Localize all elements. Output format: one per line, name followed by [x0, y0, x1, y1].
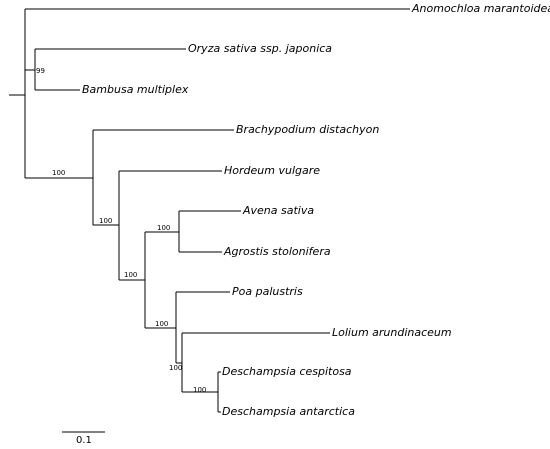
- support-value: 100: [193, 386, 206, 394]
- taxon-label-deschampsia-cespitosa: Deschampsia cespitosa: [222, 365, 352, 378]
- support-value: 100: [52, 169, 65, 177]
- support-value: 100: [99, 217, 112, 225]
- support-value: 99: [36, 67, 45, 75]
- taxon-label-bambusa: Bambusa multiplex: [82, 83, 189, 96]
- taxon-label-hordeum: Hordeum vulgare: [224, 164, 320, 177]
- support-value: 100: [155, 320, 168, 328]
- taxon-label-avena: Avena sativa: [242, 204, 314, 217]
- taxon-label-poa: Poa palustris: [232, 285, 303, 298]
- taxon-label-brachypodium: Brachypodium distachyon: [236, 123, 379, 136]
- support-value: 100: [124, 271, 137, 279]
- taxon-label-lolium: Lolium arundinaceum: [332, 326, 452, 339]
- taxon-label-deschampsia-antarctica: Deschampsia antarctica: [222, 405, 355, 418]
- taxon-label-anomochloa: Anomochloa marantoidea: [411, 2, 550, 15]
- taxon-label-agrostis: Agrostis stolonifera: [223, 245, 331, 258]
- support-value: 100: [169, 364, 182, 372]
- scale-bar-label: 0.1: [76, 435, 92, 446]
- taxon-label-oryza: Oryza sativa ssp. japonica: [188, 42, 332, 55]
- support-value: 100: [157, 224, 170, 232]
